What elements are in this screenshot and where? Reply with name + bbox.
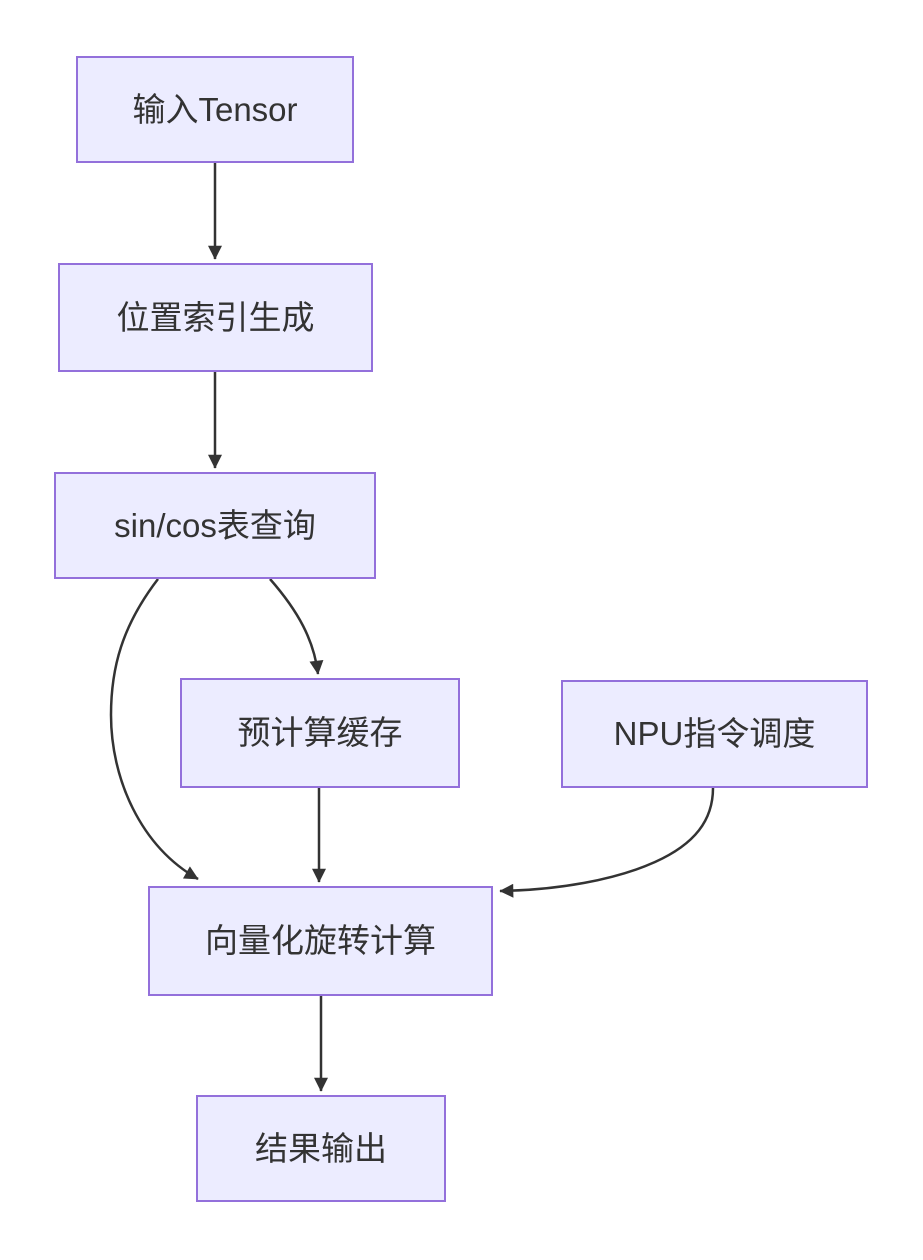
node-npu-schedule: NPU指令调度 — [561, 680, 868, 788]
node-vector-rotation: 向量化旋转计算 — [148, 886, 493, 996]
node-position-index: 位置索引生成 — [58, 263, 373, 372]
node-label: 向量化旋转计算 — [205, 922, 436, 960]
node-label: sin/cos表查询 — [114, 506, 316, 544]
node-result-output: 结果输出 — [196, 1095, 446, 1202]
node-label: 结果输出 — [255, 1129, 387, 1167]
node-precompute-cache: 预计算缓存 — [180, 678, 460, 788]
node-label: 预计算缓存 — [237, 714, 403, 752]
node-sincos-lookup: sin/cos表查询 — [54, 472, 376, 579]
edge-sincos-to-cache — [269, 578, 324, 675]
node-label: NPU指令调度 — [613, 715, 816, 753]
node-label: 位置索引生成 — [116, 298, 315, 336]
node-input-tensor: 输入Tensor — [76, 56, 354, 163]
node-label: 输入Tensor — [132, 90, 298, 128]
edge-npu-to-vector — [499, 787, 715, 898]
